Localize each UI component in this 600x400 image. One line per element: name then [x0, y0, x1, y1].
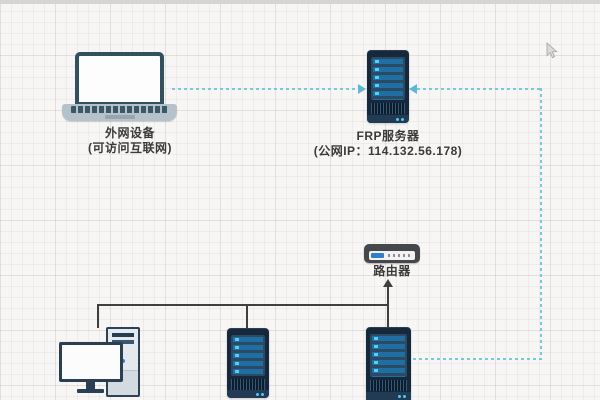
pc-monitor-stand	[86, 381, 95, 389]
pc-monitor	[59, 342, 123, 382]
internal-server-a-icon	[227, 328, 269, 398]
laptop-base	[62, 104, 177, 121]
server-drive-bays	[233, 337, 263, 376]
server-bay-leds	[374, 337, 378, 377]
pc-power-button	[121, 359, 125, 363]
router-front-panel	[369, 251, 415, 260]
server-bay-leds	[235, 338, 239, 376]
frp-server-ip: (公网IP：114.132.56.178)	[313, 144, 463, 158]
frp-server-vent-grille	[371, 103, 405, 114]
server-footer	[366, 392, 411, 400]
status-led	[261, 393, 264, 396]
link-frp-right-horizontal	[417, 88, 542, 90]
router-label: 路由器	[360, 264, 424, 279]
server-drive-panel	[370, 334, 407, 377]
frp-server-drive-bays	[373, 59, 403, 100]
frp-server-bay-leds	[375, 60, 379, 100]
pc-tower	[106, 327, 140, 397]
router-brand-badge	[371, 253, 384, 258]
server-footer	[227, 390, 269, 398]
frp-server-name: FRP服务器	[356, 129, 420, 143]
external-device-name: 外网设备	[104, 126, 155, 140]
laptop-keyboard	[71, 106, 168, 113]
frp-server-footer	[367, 115, 409, 123]
lan-drop-server-a	[246, 305, 248, 329]
pc-tower-bay	[112, 333, 134, 337]
arrowhead-into-frp-right	[409, 84, 417, 94]
status-led	[256, 393, 259, 396]
server-vent-grille	[231, 379, 265, 390]
external-device-note: (可访问互联网)	[88, 141, 172, 155]
frp-server-icon	[367, 50, 409, 123]
link-server-b-horizontal	[413, 358, 542, 360]
server-drive-panel	[231, 335, 265, 376]
mouse-pointer-icon	[546, 42, 558, 59]
router-name: 路由器	[373, 264, 411, 278]
internal-server-b-icon	[366, 327, 411, 400]
laptop-screen	[75, 52, 164, 106]
status-led	[398, 395, 401, 398]
status-led	[403, 395, 406, 398]
frp-server-drive-panel	[371, 57, 405, 100]
arrowhead-up-to-router	[383, 279, 393, 287]
status-led	[396, 118, 399, 121]
status-led	[401, 118, 404, 121]
pc-monitor-base	[77, 389, 104, 393]
lan-uplink-shaft	[387, 286, 389, 305]
arrowhead-into-frp-left	[358, 84, 366, 94]
server-vent-grille	[370, 380, 407, 391]
router-indicator-lights	[388, 254, 412, 257]
pc-tower-bay	[112, 340, 134, 344]
link-frp-right-vertical	[540, 88, 542, 359]
link-external-to-frp	[172, 88, 360, 90]
lan-bus-line	[97, 304, 389, 306]
lan-drop-server-b	[387, 305, 389, 328]
external-device-label: 外网设备 (可访问互联网)	[48, 126, 212, 156]
lan-drop-pc	[97, 304, 99, 328]
top-edge-bar	[0, 0, 600, 4]
frp-server-label: FRP服务器 (公网IP：114.132.56.178)	[295, 129, 481, 159]
router-icon	[364, 244, 420, 263]
server-drive-bays	[372, 336, 405, 377]
laptop-trackpad	[104, 115, 135, 119]
